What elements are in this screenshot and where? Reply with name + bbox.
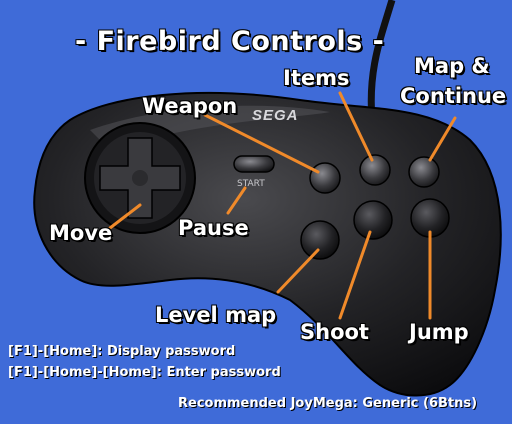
label-level-map: Level map (155, 303, 277, 327)
button-b (353, 200, 393, 240)
label-map-continue-line2: Continue (400, 84, 507, 108)
page-title: - Firebird Controls - (75, 26, 385, 57)
info-enter-password: [F1]-[Home]-[Home]: Enter password (8, 365, 281, 380)
button-x (309, 162, 341, 194)
button-y (359, 154, 391, 186)
recommendation-text: Recommended JoyMega: Generic (6Btns) (178, 396, 478, 411)
start-label: START (237, 179, 265, 189)
pointer-level-map (276, 248, 320, 294)
sega-logo: SEGA (252, 107, 299, 124)
label-weapon: Weapon (142, 94, 238, 118)
pointer-pause (226, 186, 247, 215)
label-shoot: Shoot (300, 320, 369, 344)
label-pause: Pause (178, 216, 249, 240)
pointer-move (108, 203, 142, 230)
button-z (408, 156, 440, 188)
pointer-weapon (203, 113, 320, 174)
button-a (300, 220, 340, 260)
label-map-continue-line1: Map & (414, 54, 490, 78)
pointer-items (338, 91, 374, 162)
pointer-map-continue (428, 116, 457, 162)
start-button (233, 155, 275, 173)
controller-highlight (90, 105, 330, 150)
pointer-shoot (338, 230, 372, 320)
info-display-password: [F1]-[Home]: Display password (8, 344, 236, 359)
pointer-lines (108, 91, 457, 320)
controller-cable (367, 0, 396, 121)
label-jump: Jump (409, 320, 469, 344)
label-items: Items (283, 66, 350, 90)
label-move: Move (49, 221, 113, 245)
